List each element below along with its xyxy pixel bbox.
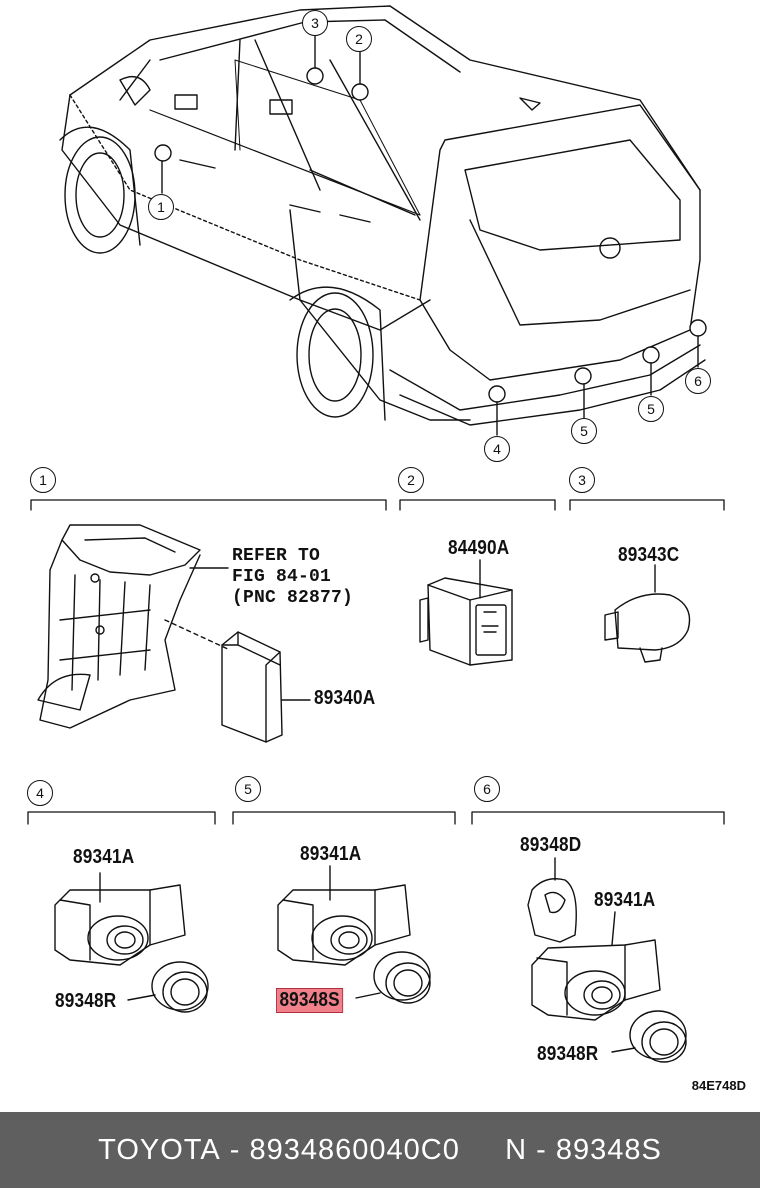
callout-3: 3	[302, 10, 328, 36]
section3-illustration	[604, 564, 691, 663]
callout-4: 4	[484, 436, 510, 462]
footer-bar: TOYOTA - 8934860040C0 N - 89348S	[0, 1112, 760, 1188]
part-label-89341A-s5[interactable]: 89341A	[300, 843, 362, 865]
section-6-number: 6	[474, 776, 500, 802]
vehicle-illustration	[59, 5, 706, 426]
part-label-89348D-s6[interactable]: 89348D	[520, 834, 582, 856]
section-3-number: 3	[569, 467, 595, 493]
section6-illustration	[527, 857, 687, 1063]
footer-n-label: N	[505, 1133, 528, 1166]
part-label-89348R-s6[interactable]: 89348R	[537, 1043, 599, 1065]
part-label-89348R-s4[interactable]: 89348R	[55, 990, 117, 1012]
refer-note-line3: (PNC 82877)	[232, 588, 354, 608]
part-label-89340A[interactable]: 89340A	[314, 687, 376, 709]
callout-2: 2	[346, 26, 372, 52]
diagram-code: 84E748D	[691, 1078, 746, 1093]
part-label-84490A[interactable]: 84490A	[448, 537, 510, 559]
section-5-number: 5	[235, 776, 261, 802]
callout-6: 6	[685, 368, 711, 394]
callout-5: 5	[571, 418, 597, 444]
section-4-number: 4	[27, 780, 53, 806]
refer-note-line2: FIG 84-01	[232, 567, 332, 587]
part-label-89341A-s6[interactable]: 89341A	[594, 889, 656, 911]
footer-brand: TOYOTA	[98, 1133, 221, 1166]
section2-illustration	[419, 559, 513, 666]
callout-5b: 5	[638, 396, 664, 422]
part-label-89348S-highlighted[interactable]: 89348S	[276, 988, 344, 1013]
section-1-number: 1	[30, 467, 56, 493]
sensor-locations	[154, 35, 707, 436]
section5-illustration	[277, 865, 431, 1004]
footer-pnc[interactable]: 89348S	[555, 1133, 662, 1166]
footer-separator-2: -	[527, 1133, 556, 1166]
callout-1: 1	[148, 194, 174, 220]
footer-part-number[interactable]: 8934860040C0	[249, 1133, 460, 1166]
part-label-89341A-s4[interactable]: 89341A	[73, 846, 135, 868]
refer-note-line1: REFER TO	[232, 546, 321, 566]
section-2-number: 2	[398, 467, 424, 493]
parts-diagram	[27, 5, 725, 1063]
section4-illustration	[54, 872, 209, 1013]
footer-gap	[460, 1134, 505, 1167]
part-label-89343C[interactable]: 89343C	[618, 544, 680, 566]
section1-illustration	[37, 524, 311, 743]
footer-separator-1: -	[220, 1133, 250, 1166]
section-brackets	[27, 499, 725, 825]
